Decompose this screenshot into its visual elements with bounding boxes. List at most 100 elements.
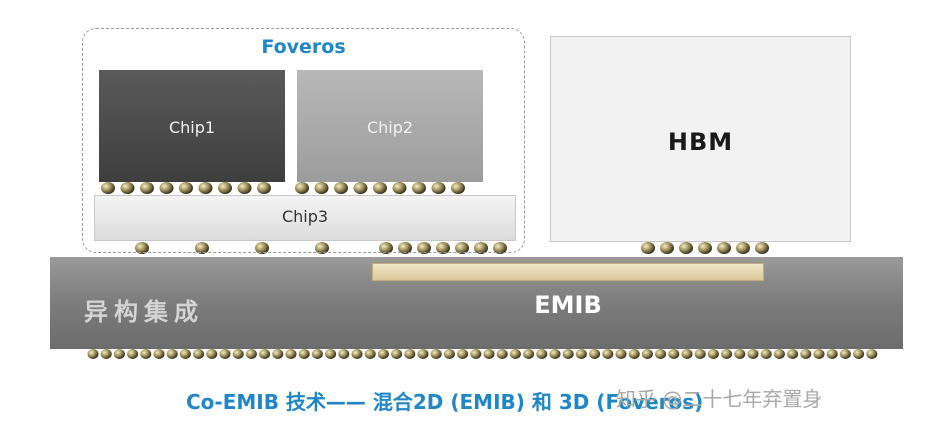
solder-bump [311,349,323,359]
solder-bump [430,349,442,359]
solder-bump [474,242,488,254]
solder-bump [668,349,680,359]
solder-bump [866,349,878,359]
solder-bump [412,182,426,194]
solder-bump [826,349,838,359]
solder-bump [298,349,310,359]
solder-bump [166,349,178,359]
solder-bump [455,242,469,254]
solder-bump [641,349,653,359]
solder-bump [773,349,785,359]
solder-bump [218,182,232,194]
solder-bump [135,242,149,254]
solder-bump [140,182,154,194]
solder-bump [509,349,521,359]
solder-bump [179,349,191,359]
solder-bump [800,349,812,359]
solder-bump [698,242,712,254]
solder-bump [325,349,337,359]
solder-bump [373,182,387,194]
solder-bump [353,182,368,194]
solder-bump [443,349,455,359]
solder-bump [159,182,174,194]
hbm-stack [550,36,851,242]
chip1-die: Chip1 [99,70,285,182]
solder-bump [179,182,193,194]
solder-bump [734,349,746,359]
solder-bump [259,349,271,359]
solder-bump [523,349,535,359]
solder-bump [100,349,112,359]
solder-bump [391,349,403,359]
solder-bump [431,182,446,194]
chip2-die: Chip2 [297,70,483,182]
solder-bump [493,242,507,254]
solder-bump [721,349,733,359]
chip2-label: Chip2 [366,118,414,137]
chip1-label: Chip1 [168,118,216,137]
solder-bump [628,349,640,359]
solder-bump [232,349,244,359]
solder-bump [153,349,165,359]
solder-bump [747,349,759,359]
solder-bump [536,349,548,359]
solder-bump [787,349,799,359]
solder-bump [496,349,508,359]
solder-bump [760,349,772,359]
solder-bump [562,349,574,359]
solder-bump [364,349,376,359]
solder-bump [404,349,416,359]
solder-bump [589,349,601,359]
solder-bumps [87,182,878,359]
solder-bump [813,349,825,359]
solder-bump [575,349,587,359]
solder-bump [140,349,152,359]
solder-bump [127,349,139,359]
solder-bump [255,242,269,254]
emib-label: EMIB [534,291,602,319]
solder-bump [101,182,115,194]
hbm-label: HBM [667,128,734,156]
solder-bump [602,349,614,359]
caption: Co-EMIB 技术—— 混合2D (EMIB) 和 3D (Foveros) [186,390,704,414]
foveros-label: Foveros [261,36,346,58]
solder-bump [198,182,213,194]
solder-bump [338,349,350,359]
solder-bump [206,349,218,359]
solder-bump [272,349,284,359]
solder-bump [755,242,769,254]
solder-bump [351,349,363,359]
emib-bridge [372,263,764,281]
solder-bump [451,182,465,194]
solder-bump [295,182,309,194]
solder-bump [483,349,495,359]
solder-bump [417,349,429,359]
solder-bump [334,182,348,194]
solder-bump [377,349,389,359]
chip3-label: Chip3 [281,207,329,226]
solder-bump [120,182,135,194]
solder-bump [257,182,271,194]
solder-bump [839,349,851,359]
heterogeneous-integration-label: 异构集成 [84,298,204,326]
solder-bump [315,242,329,254]
solder-bump [641,242,655,254]
solder-bump [193,349,205,359]
solder-bump [660,242,674,254]
solder-bump [436,242,450,254]
solder-bump [694,349,706,359]
solder-bump [549,349,561,359]
solder-bump [219,349,231,359]
solder-bump [392,182,407,194]
watermark: 知乎 @二十七年弃置身 [616,387,823,411]
solder-bump [615,349,627,359]
foveros-boundary [82,28,525,253]
solder-bump [237,182,252,194]
chip3-base-die [94,195,516,241]
solder-bump [379,242,393,254]
solder-bump [87,349,99,359]
solder-bump [707,349,719,359]
solder-bump [457,349,469,359]
solder-bump [679,242,693,254]
solder-bump [113,349,125,359]
